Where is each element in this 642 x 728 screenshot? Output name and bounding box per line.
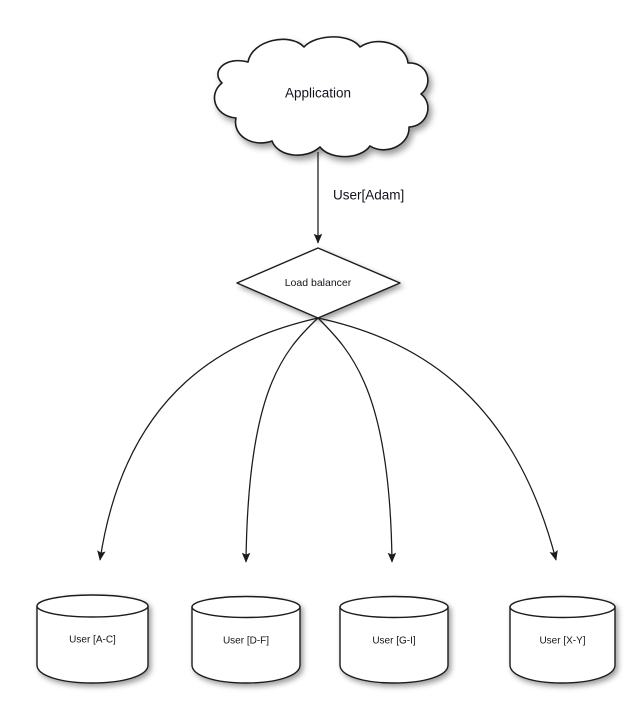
database-1-label: User [D-F] [223, 636, 269, 647]
database-0-label: User [A-C] [69, 635, 116, 646]
load-balancer-label: Load balancer [285, 277, 352, 289]
node-database-2[interactable]: User [G-I] [339, 595, 449, 684]
node-application-cloud[interactable]: Application [213, 36, 429, 158]
edge-application-to-balancer: User[Adam] [313, 152, 404, 244]
database-3-label: User [X-Y] [539, 636, 585, 647]
node-database-0[interactable]: User [A-C] [36, 594, 149, 684]
edge-balancer-to-db-3 [317, 317, 558, 561]
edge-balancer-to-db-0 [97, 317, 319, 561]
node-load-balancer[interactable]: Load balancer [236, 247, 401, 319]
application-cloud-label: Application [285, 86, 351, 101]
database-2-label: User [G-I] [372, 636, 416, 647]
edge-application-to-balancer-label: User[Adam] [333, 188, 404, 203]
node-database-3[interactable]: User [X-Y] [509, 595, 616, 684]
node-database-1[interactable]: User [D-F] [191, 595, 301, 684]
edge-balancer-to-db-1 [241, 317, 319, 563]
edge-balancer-to-db-2 [317, 317, 397, 563]
edges-balancer-to-databases [97, 317, 558, 563]
